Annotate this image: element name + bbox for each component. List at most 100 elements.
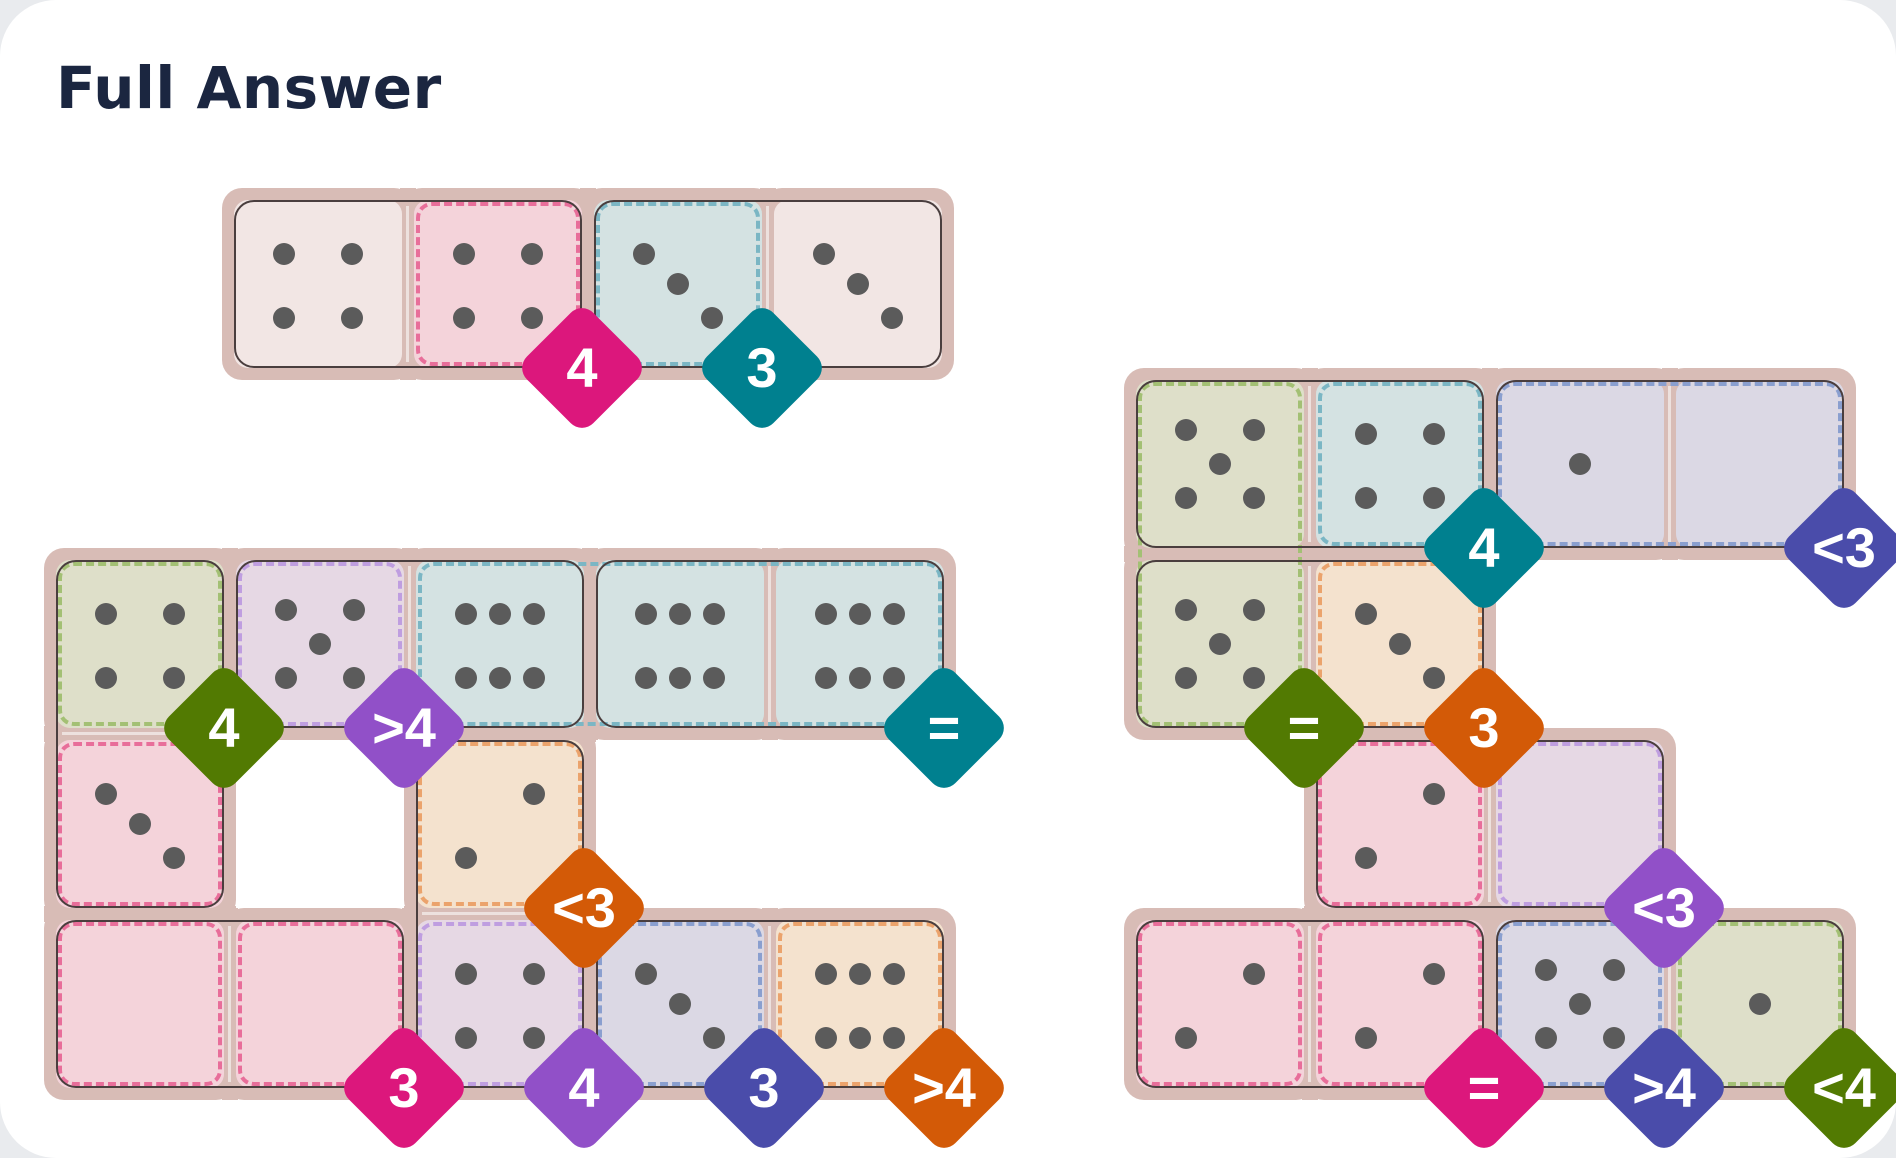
pip bbox=[340, 242, 363, 265]
pip bbox=[455, 1026, 478, 1049]
pip bbox=[1602, 1026, 1625, 1049]
pip bbox=[453, 242, 476, 265]
pip bbox=[1242, 962, 1265, 985]
pip bbox=[669, 993, 691, 1015]
pip bbox=[633, 242, 656, 265]
constraint-label: <3 bbox=[1812, 516, 1876, 579]
constraint-label: = bbox=[927, 696, 961, 759]
pip bbox=[1209, 453, 1231, 475]
pip bbox=[275, 666, 298, 689]
cell-pink bbox=[56, 920, 224, 1088]
pip bbox=[1602, 959, 1625, 982]
pip bbox=[1422, 962, 1445, 985]
cell-pink bbox=[1136, 920, 1304, 1088]
domino-divider bbox=[768, 566, 771, 722]
pip bbox=[1209, 633, 1231, 655]
constraint-label: 4 bbox=[568, 1056, 600, 1119]
region-outline bbox=[238, 562, 402, 726]
pip bbox=[849, 602, 871, 625]
board-joint bbox=[1124, 546, 1316, 562]
pip bbox=[455, 666, 478, 689]
pip bbox=[489, 666, 511, 689]
pip bbox=[1175, 419, 1198, 442]
pip bbox=[669, 666, 691, 689]
pip bbox=[340, 306, 363, 329]
constraint-label: 4 bbox=[208, 696, 240, 759]
cell-teal bbox=[596, 560, 764, 728]
board-joint bbox=[44, 906, 236, 922]
pip bbox=[635, 962, 658, 985]
constraint-label: = bbox=[1287, 696, 1321, 759]
pip bbox=[455, 846, 478, 869]
pip bbox=[1175, 1026, 1198, 1049]
domino-divider bbox=[408, 566, 411, 722]
region-outline bbox=[1318, 562, 1482, 726]
pip bbox=[489, 602, 511, 625]
domino-divider bbox=[62, 732, 218, 735]
domino bbox=[234, 200, 582, 368]
pip bbox=[702, 666, 725, 689]
region-outline bbox=[1498, 382, 1842, 546]
region-outline bbox=[1138, 922, 1302, 1086]
pip bbox=[1355, 1026, 1378, 1049]
pip bbox=[847, 273, 869, 295]
constraint-label: >4 bbox=[372, 696, 436, 759]
constraint-label: 4 bbox=[566, 336, 598, 399]
region-outline bbox=[1498, 742, 1662, 906]
pip bbox=[1422, 782, 1445, 805]
domino-divider bbox=[1308, 926, 1311, 1082]
pip bbox=[1569, 453, 1591, 475]
pip bbox=[1175, 599, 1198, 622]
pip bbox=[813, 242, 836, 265]
pip bbox=[309, 633, 331, 655]
pip bbox=[520, 242, 543, 265]
pip bbox=[882, 602, 905, 625]
domino bbox=[1136, 380, 1484, 548]
constraint-label: 3 bbox=[746, 336, 778, 399]
pip bbox=[1535, 959, 1558, 982]
constraint-label: <4 bbox=[1812, 1056, 1876, 1119]
domino-divider bbox=[1308, 386, 1311, 542]
domino-divider bbox=[1668, 386, 1671, 542]
pip bbox=[882, 1026, 905, 1049]
pip bbox=[1355, 846, 1378, 869]
region-outline bbox=[58, 922, 222, 1086]
pip bbox=[1422, 486, 1445, 509]
domino bbox=[1496, 380, 1844, 548]
region-outline bbox=[1138, 382, 1302, 726]
pip bbox=[882, 962, 905, 985]
board-joint bbox=[582, 548, 598, 740]
pip bbox=[667, 273, 689, 295]
domino bbox=[1136, 920, 1484, 1088]
constraint-label: 3 bbox=[748, 1056, 780, 1119]
domino bbox=[596, 560, 944, 728]
pip bbox=[1242, 486, 1265, 509]
pip bbox=[453, 306, 476, 329]
pip bbox=[1749, 993, 1771, 1015]
pip bbox=[455, 602, 478, 625]
pip bbox=[849, 666, 871, 689]
pip bbox=[849, 1026, 871, 1049]
pip bbox=[129, 813, 151, 835]
domino-divider bbox=[768, 926, 771, 1082]
pip bbox=[522, 666, 545, 689]
pip bbox=[1242, 599, 1265, 622]
pip bbox=[1422, 422, 1445, 445]
constraint-label: 3 bbox=[1468, 696, 1500, 759]
pip bbox=[162, 602, 185, 625]
region-outline bbox=[1318, 922, 1482, 1086]
pip bbox=[1535, 1026, 1558, 1049]
domino-divider bbox=[406, 206, 409, 362]
pip bbox=[95, 782, 118, 805]
constraint-label: 4 bbox=[1468, 516, 1500, 579]
pip bbox=[1422, 666, 1445, 689]
region-outline bbox=[596, 202, 760, 366]
pip bbox=[162, 846, 185, 869]
pip bbox=[273, 306, 296, 329]
page-title: Full Answer bbox=[56, 54, 442, 122]
pip bbox=[669, 602, 691, 625]
pip bbox=[700, 306, 723, 329]
pip bbox=[702, 602, 725, 625]
